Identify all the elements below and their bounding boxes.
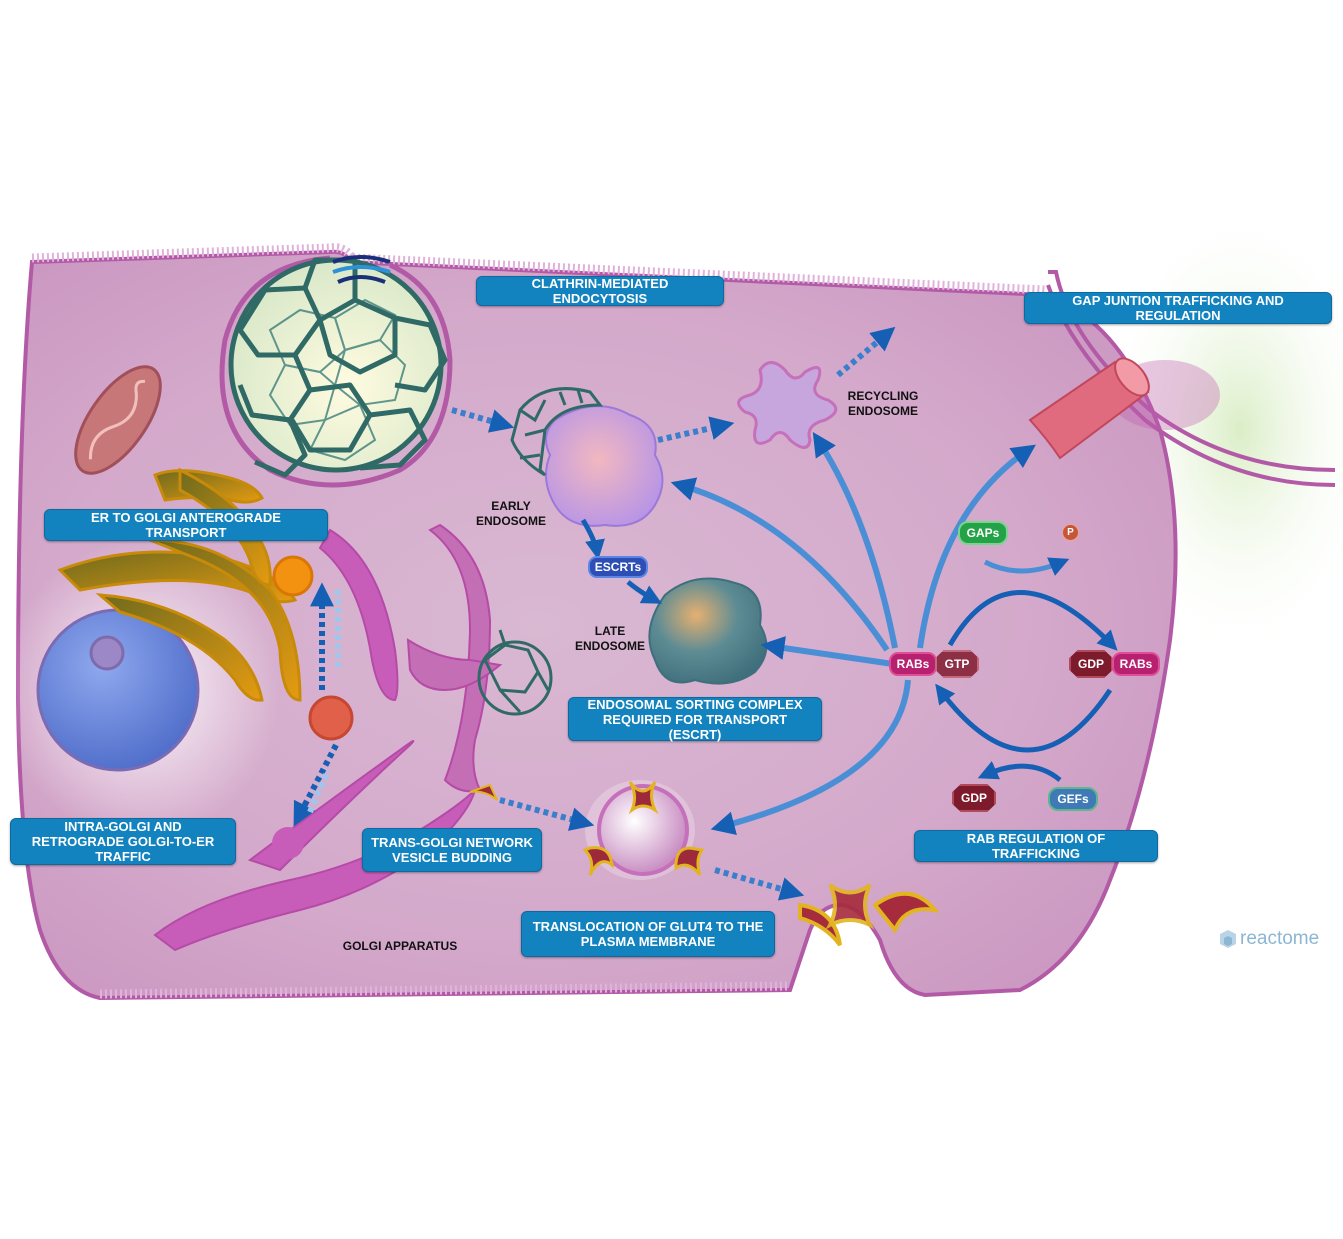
pill-intra-golgi-retrograde[interactable]: INTRA-GOLGI AND RETROGRADE GOLGI-TO-ER T… xyxy=(10,818,236,865)
reactome-logo: reactome xyxy=(1218,928,1328,954)
tgn-clathrin-coat xyxy=(477,629,553,716)
label-late-endosome: LATE ENDOSOME xyxy=(574,624,645,653)
nucleolus xyxy=(89,635,125,671)
pill-trans-golgi-network[interactable]: TRANS-GOLGI NETWORK VESICLE BUDDING xyxy=(362,828,542,872)
neighbour-cell-membrane-inner xyxy=(1046,284,1336,487)
dashed-arrows xyxy=(293,326,896,901)
reactome-logo-text: reactome xyxy=(1240,928,1320,949)
label-early-endosome: EARLY ENDOSOME xyxy=(475,499,546,528)
er-exit-vesicle xyxy=(272,555,314,597)
arrow-tgn-to-glut4 xyxy=(499,797,595,831)
chip-gaps: GAPs xyxy=(958,521,1008,545)
plasma-membrane-top xyxy=(31,243,1046,295)
endoplasmic-reticulum xyxy=(57,467,302,702)
glut4-transporters xyxy=(582,781,705,876)
pill-er-to-golgi-transport[interactable]: ER TO GOLGI ANTEROGRADE TRANSPORT xyxy=(44,509,328,541)
chip-gtp: GTP xyxy=(935,650,979,678)
plasma-membrane-bottom xyxy=(99,981,791,999)
membrane-glut4 xyxy=(798,883,940,947)
chip-gefs: GEFs xyxy=(1048,787,1098,811)
dynamin-collar xyxy=(332,255,391,284)
reactome-logo-icon xyxy=(1220,930,1236,948)
chip-escrts: ESCRTs xyxy=(588,556,648,578)
chip-rabs-gtp: RABs xyxy=(889,652,937,676)
chip-phosphate: P xyxy=(1062,524,1079,541)
late-endosome xyxy=(648,577,768,685)
chip-rabs-gdp: RABs xyxy=(1112,652,1160,676)
arrow-early-to-recycling xyxy=(657,416,735,443)
label-golgi-apparatus: GOLGI APPARATUS xyxy=(342,939,458,953)
arrow-early-to-escrt xyxy=(580,518,605,560)
arrow-pit-to-early xyxy=(451,407,515,433)
mitochondrion xyxy=(74,365,162,475)
pill-escrt[interactable]: ENDOSOMAL SORTING COMPLEX REQUIRED FOR T… xyxy=(568,697,822,742)
tgn-glut4 xyxy=(469,783,498,801)
early-endosome-clathrin xyxy=(510,387,604,477)
early-endosome xyxy=(545,405,664,527)
golgi-vesicle xyxy=(308,695,354,741)
arrow-glut4-to-membrane xyxy=(714,867,805,901)
pill-gap-junction-trafficking[interactable]: GAP JUNTION TRAFFICKING AND REGULATION xyxy=(1024,292,1332,324)
arrow-golgi-down xyxy=(293,743,339,827)
pill-glut4-translocation[interactable]: TRANSLOCATION OF GLUT4 TO THE PLASMA MEM… xyxy=(521,911,775,957)
label-recycling-endosome: RECYCLING ENDOSOME xyxy=(847,389,919,418)
pill-rab-regulation[interactable]: RAB REGULATION OF TRAFFICKING xyxy=(914,830,1158,862)
arrow-escrt-to-late xyxy=(626,580,663,604)
gap-junction-channel xyxy=(1028,357,1150,460)
pill-clathrin-mediated-endocytosis[interactable]: CLATHRIN-MEDIATED ENDOCYTOSIS xyxy=(476,276,724,306)
rab-arrows xyxy=(670,431,1036,835)
arrow-golgi-up xyxy=(307,768,331,814)
arrow-recycling-to-membrane xyxy=(836,326,896,378)
chip-gdp-right: GDP xyxy=(1069,650,1113,678)
rab-cycle xyxy=(935,557,1118,782)
glut4-vesicle xyxy=(597,784,689,876)
chip-gdp-bottom: GDP xyxy=(952,784,996,812)
recycling-endosome xyxy=(737,361,838,449)
